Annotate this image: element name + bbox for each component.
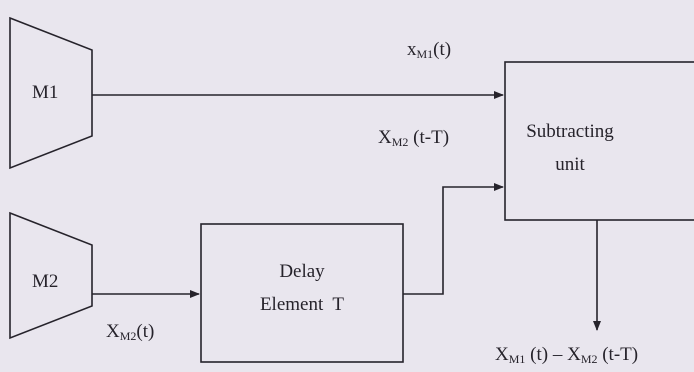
delay-element-box: [200, 223, 404, 363]
output-label: XM1 (t) – XM2 (t-T): [495, 345, 638, 365]
output-arg2: (t-T): [597, 344, 639, 365]
delay-label-line1: Delay: [279, 261, 325, 282]
output-mid: (t) – X: [525, 344, 581, 365]
signal-xm2d-base: X: [378, 127, 392, 148]
signal-xm2-sub: M2: [119, 329, 137, 343]
signal-xm1-base: x: [407, 39, 417, 60]
signal-xm1-label: xM1(t): [407, 40, 451, 60]
delay-element-label: Delay Element T: [201, 262, 403, 314]
subtracting-unit-box: [504, 61, 694, 221]
subtract-label-line2: unit: [555, 154, 585, 175]
signal-xm1-arg: (t): [433, 39, 452, 60]
output-base1: X: [495, 344, 509, 365]
signal-xm1-sub: M1: [416, 47, 434, 61]
signal-xm2-label: XM2(t): [106, 322, 154, 342]
arrow-delay-to-subtractor: [403, 183, 504, 295]
output-sub1: M1: [508, 352, 526, 366]
signal-xm2-arg: (t): [136, 321, 155, 342]
mic-m2-shape: [9, 211, 93, 340]
signal-xm2-delayed-label: XM2 (t-T): [378, 128, 449, 148]
signal-xm2d-sub: M2: [391, 135, 409, 149]
output-sub2: M2: [580, 352, 598, 366]
subtracting-unit-label: Subtracting unit: [515, 122, 625, 174]
signal-xm2-base: X: [106, 321, 120, 342]
mic-m1-label: M1: [32, 82, 59, 103]
subtract-label-line1: Subtracting: [526, 121, 614, 142]
mic-m2-label: M2: [32, 271, 59, 292]
mic-m1-shape: [9, 16, 93, 170]
signal-xm2d-arg: (t-T): [408, 127, 450, 148]
delay-label-line2: Element T: [259, 294, 345, 315]
